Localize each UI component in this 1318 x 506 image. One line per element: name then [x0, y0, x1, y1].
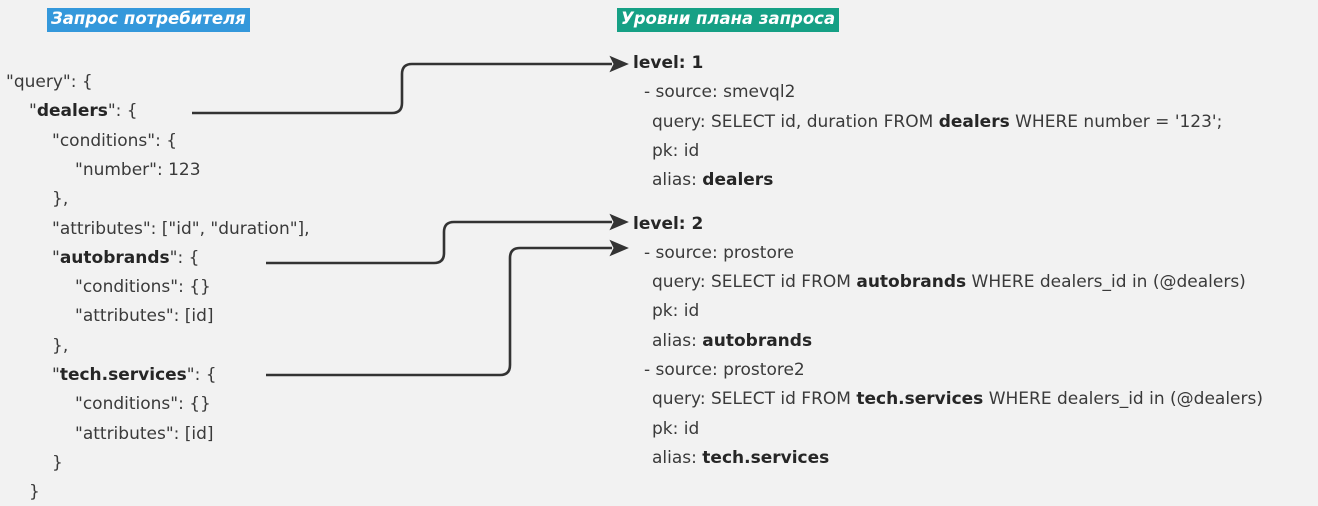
connector-autobrands-to-level2	[266, 213, 629, 265]
code-text: "	[52, 365, 60, 385]
query-code-line: "conditions": {	[52, 130, 178, 151]
query-code-line: }	[52, 452, 63, 473]
code-text: - source: smevql2	[644, 82, 796, 103]
code-text: "	[52, 247, 60, 268]
query-code-line: "dealers": {	[29, 103, 138, 120]
entity-name: dealers	[938, 111, 1010, 132]
code-text: - source: prostore	[644, 242, 794, 263]
code-text: "	[29, 101, 37, 122]
plan-query-line: query: SELECT id, duration FROM dealers …	[652, 111, 1223, 132]
plan-pk-line: pk: id	[652, 140, 700, 161]
code-text: - source: prostore2	[644, 360, 805, 380]
entity-name: tech.services	[59, 365, 187, 385]
query-code-line: },	[52, 189, 69, 210]
code-text: alias:	[652, 170, 703, 191]
code-text: query: SELECT id FROM	[652, 272, 857, 293]
query-code-line: "tech.services": {	[52, 367, 217, 384]
plan-level-heading: level: 2	[633, 213, 704, 234]
plan-query-line: query: SELECT id FROM tech.services WHER…	[652, 391, 1263, 408]
query-code-line: "number": 123	[75, 159, 201, 180]
plan-source-line: - source: smevql2	[644, 84, 795, 101]
query-code-line: "query": {	[6, 72, 93, 92]
plan-alias-line: alias: tech.services	[652, 447, 830, 468]
entity-name: autobrands	[702, 330, 813, 351]
code-text: pk: id	[652, 418, 700, 439]
code-text: alias:	[652, 330, 703, 351]
query-code-line: "autobrands": {	[52, 247, 200, 268]
query-code-line: "attributes": ["id", "duration"],	[52, 218, 310, 239]
query-code-line: "conditions": {}	[75, 277, 211, 298]
plan-pk-line: pk: id	[652, 303, 699, 320]
query-code-line: }	[29, 482, 40, 503]
code-text: query: SELECT id FROM	[652, 389, 857, 410]
code-text: ": {	[107, 101, 138, 122]
plan-source-line: - source: prostore2	[644, 362, 805, 379]
code-text: pk: id	[652, 140, 700, 161]
code-text: WHERE dealers_id in (@dealers)	[983, 389, 1263, 410]
plan-source-line: - source: prostore	[644, 242, 794, 263]
plan-query-line: query: SELECT id FROM autobrands WHERE d…	[652, 274, 1246, 291]
code-text: WHERE number = '123';	[1009, 111, 1223, 132]
query-code-line: "conditions": {}	[75, 394, 211, 415]
plan-level-heading: level: 1	[633, 53, 704, 73]
query-code-line: },	[52, 335, 69, 356]
code-text: query: SELECT id, duration FROM	[652, 111, 939, 132]
entity-name: autobrands	[856, 272, 967, 293]
plan-alias-line: alias: autobrands	[652, 330, 813, 351]
plan-levels-title: Уровни плана запроса	[617, 8, 840, 32]
plan-pk-line: pk: id	[652, 418, 700, 439]
code-text: ": {	[186, 365, 217, 385]
code-text: pk: id	[652, 301, 700, 322]
consumer-query-title: Запрос потребителя	[47, 8, 250, 32]
entity-name: dealers	[36, 101, 108, 122]
connector-dealers-to-level1	[192, 55, 629, 115]
query-code-line: "attributes": [id]	[75, 306, 214, 327]
plan-alias-line: alias: dealers	[652, 172, 773, 189]
code-text: WHERE dealers_id in (@dealers)	[966, 272, 1246, 293]
entity-name: dealers	[702, 170, 774, 191]
code-text: alias:	[652, 447, 703, 468]
connector-techservices-to-level2	[266, 239, 629, 377]
entity-name: tech.services	[856, 389, 984, 410]
entity-name: tech.services	[702, 447, 830, 468]
code-text: ": {	[169, 247, 200, 268]
query-code-line: "attributes": [id]	[75, 423, 214, 444]
entity-name: autobrands	[59, 247, 170, 268]
